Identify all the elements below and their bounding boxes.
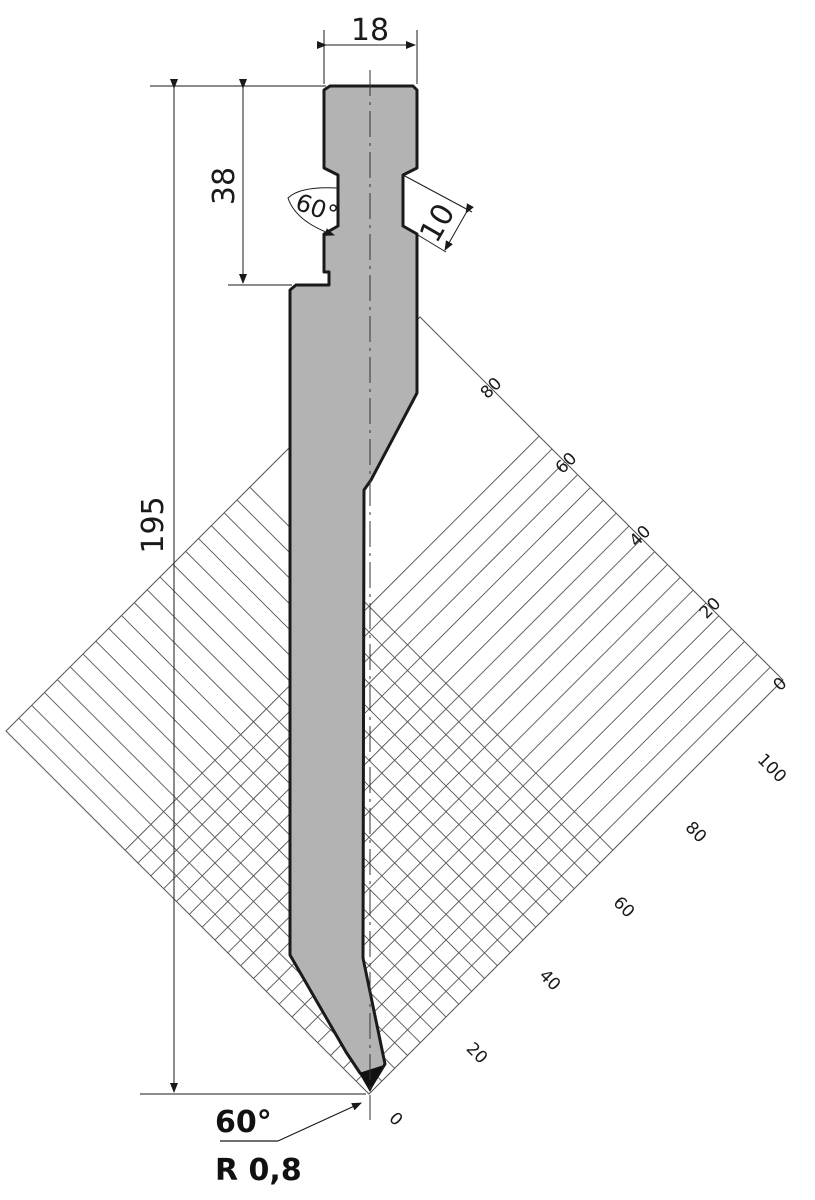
grid-line — [291, 416, 783, 1018]
grid-line — [6, 391, 472, 992]
grid-line — [6, 365, 498, 966]
grid-line — [330, 455, 783, 1056]
total-height-label: 195 — [136, 496, 171, 553]
tool-tip-point — [359, 1065, 384, 1092]
grid-line — [176, 317, 777, 902]
lower-tick-80: 80 — [681, 818, 710, 847]
lower-tick-100: 100 — [753, 750, 790, 787]
lower-tick-60: 60 — [609, 893, 638, 922]
clamp-height-label: 38 — [207, 167, 242, 205]
upper-tick-40: 40 — [626, 522, 655, 551]
top-width-label: 18 — [351, 13, 389, 48]
dimension-total-height: 195 — [136, 79, 366, 1095]
lower-tick-20: 20 — [462, 1039, 491, 1068]
upper-tick-20: 20 — [696, 594, 725, 623]
grid-line — [6, 480, 383, 1082]
dimension-top-width: 18 — [317, 13, 418, 84]
grid-line — [6, 339, 524, 941]
upper-tick-0: 0 — [770, 674, 792, 696]
tip-callout: 60° R 0,8 — [215, 1102, 362, 1188]
grid-line — [137, 317, 739, 864]
lower-tick-0: 0 — [385, 1109, 407, 1131]
grid-line — [317, 442, 783, 1043]
grid-line — [6, 317, 562, 902]
lower-tick-40: 40 — [535, 966, 564, 995]
grid-line — [6, 326, 537, 928]
grid-border — [5, 316, 784, 1095]
grid-line — [355, 480, 783, 1082]
grid-line — [6, 468, 395, 1069]
tip-angle-label: 60° — [215, 1105, 272, 1140]
grid-scale-upper: 80 60 40 20 0 — [477, 374, 792, 696]
grid-line — [150, 317, 752, 877]
grid-line — [343, 468, 783, 1069]
grid-line — [304, 429, 783, 1031]
tip-radius-label: R 0,8 — [215, 1153, 302, 1188]
grid-line — [163, 317, 764, 889]
punch-tool-body — [288, 84, 419, 1087]
grid-line — [6, 378, 485, 979]
groove-angle-label: 60° — [292, 188, 342, 229]
groove-depth-label: 10 — [413, 198, 462, 249]
grid-line — [6, 352, 511, 954]
grid-line — [124, 317, 726, 851]
dimension-clamp-height: 38 — [207, 79, 292, 286]
